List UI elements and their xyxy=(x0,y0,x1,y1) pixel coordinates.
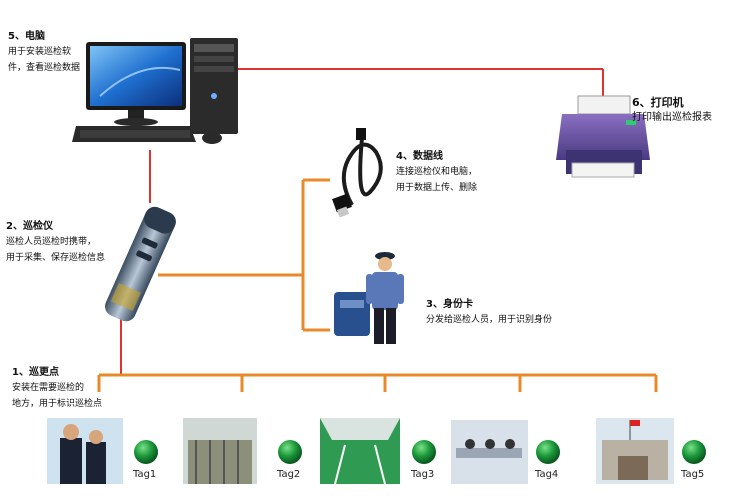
id-card-guard-illustration xyxy=(334,252,404,344)
checkpoint-desc-line2: 地方，用于标识巡检点 xyxy=(12,399,103,409)
computer-desc-line2: 件，查看巡检数据 xyxy=(8,63,81,73)
computer-title: 5、电脑 xyxy=(8,31,45,42)
tag-label-3: Tag3 xyxy=(411,469,435,480)
checkpoint-photo-gate xyxy=(183,418,257,484)
printer-label: 6、打印机 打印输出巡检报表 xyxy=(632,96,712,126)
red-connection-lines xyxy=(120,68,604,375)
id-card-title: 3、身份卡 xyxy=(426,299,473,310)
data-cable-illustration xyxy=(332,128,383,218)
computer-label: 5、电脑 用于安装巡检软 件，查看巡检数据 xyxy=(8,30,80,76)
printer-title: 6、打印机 xyxy=(632,96,684,109)
printer-desc: 打印输出巡检报表 xyxy=(632,112,712,123)
checkpoint-photo-guards xyxy=(47,418,123,484)
orange-connection-lines xyxy=(97,178,658,392)
tag-label-4: Tag4 xyxy=(535,469,559,480)
tag-label-5: Tag5 xyxy=(681,469,705,480)
data-cable-label: 4、数据线 连接巡检仪和电脑， 用于数据上传、删除 xyxy=(396,150,477,196)
data-cable-desc-line1: 连接巡检仪和电脑， xyxy=(396,167,478,177)
id-card-label: 3、身份卡 分发给巡检人员，用于识别身份 xyxy=(426,298,552,328)
patrol-device-desc-line1: 巡检人员巡检时携带， xyxy=(6,237,97,247)
patrol-device-title: 2、巡检仪 xyxy=(6,221,53,232)
tag-label-2: Tag2 xyxy=(277,469,301,480)
checkpoint-photo-office xyxy=(451,420,528,484)
id-card-desc: 分发给巡检人员，用于识别身份 xyxy=(426,315,553,325)
tag-label-1: Tag1 xyxy=(133,469,157,480)
checkpoint-title: 1、巡更点 xyxy=(12,367,59,378)
checkpoint-label: 1、巡更点 安装在需要巡检的 地方，用于标识巡检点 xyxy=(12,366,102,412)
data-cable-title: 4、数据线 xyxy=(396,151,443,162)
patrol-device-illustration xyxy=(104,206,176,322)
computer-illustration xyxy=(72,38,238,144)
tag-balls xyxy=(134,440,706,464)
checkpoint-desc-line1: 安装在需要巡检的 xyxy=(12,383,85,393)
checkpoint-photo-building xyxy=(596,418,674,484)
data-cable-desc-line2: 用于数据上传、删除 xyxy=(396,183,478,193)
patrol-device-label: 2、巡检仪 巡检人员巡检时携带， 用于采集、保存巡检信息 xyxy=(6,220,105,266)
checkpoint-photo-garage xyxy=(320,418,400,485)
computer-desc-line1: 用于安装巡检软 xyxy=(8,47,72,57)
printer-illustration xyxy=(556,95,650,178)
patrol-device-desc-line2: 用于采集、保存巡检信息 xyxy=(6,253,106,263)
